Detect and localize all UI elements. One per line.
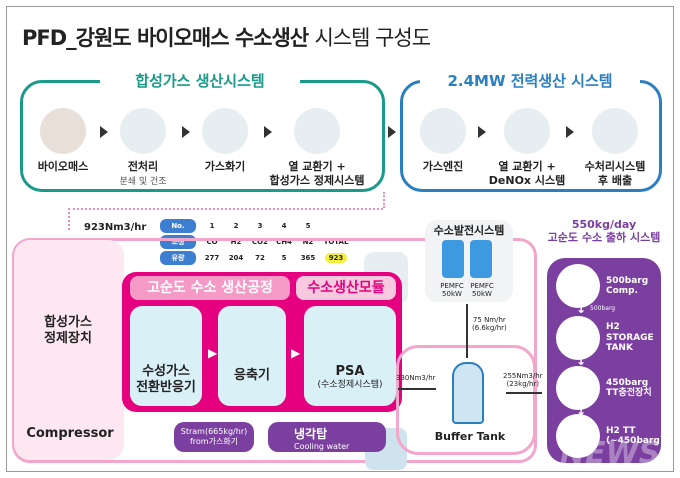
biomass-icon [40, 108, 86, 154]
h2-module-header: 수소생산모듈 [296, 276, 396, 300]
frame [6, 6, 674, 472]
flow-arrow [466, 304, 468, 358]
heat-exchanger-item: 열 교환기 + 합성가스 정제시스템 [262, 108, 372, 188]
compressor-500-item: 500barg Comp. [556, 264, 656, 308]
h2-tt-item: H2 TT (~450barg) [556, 414, 664, 458]
condenser-box: 응축기 [218, 306, 286, 406]
flow-arrow [398, 388, 436, 390]
denox-item: 열 교환기 + DeNOx 시스템 [482, 108, 572, 188]
dotted-connector [68, 208, 383, 210]
charger-icon [556, 366, 600, 410]
biomass-item: 바이오매스 [28, 108, 98, 174]
arrow-icon [566, 126, 574, 138]
water-treatment-item: 수처리시스템 후 배출 [572, 108, 658, 188]
watermark: NEWS [560, 436, 661, 471]
pemfc-icon [442, 240, 464, 278]
buffer-tank-label: Buffer Tank [434, 430, 506, 443]
pemfc-icon [470, 240, 492, 278]
gas-engine-icon [420, 108, 466, 154]
flow-arrow [506, 392, 542, 394]
heat-exchanger-icon [294, 108, 340, 154]
h2-storage-item: H2 STORAGE TANK [556, 316, 656, 360]
pemfc-label: PEMFC 50kW [440, 282, 464, 299]
ship-flow: 255Nm3/hr (23kg/hr) [503, 372, 543, 389]
arrow-icon [182, 126, 190, 138]
pemfc-label: PEMFC 50kW [470, 282, 494, 299]
power-system-header: 2.4MW 전력생산 시스템 [420, 70, 640, 91]
storage-tank-icon [556, 316, 600, 360]
gas-engine-item: 가스엔진 [408, 108, 478, 174]
dotted-connector [383, 192, 385, 208]
water-treatment-icon [592, 108, 638, 154]
process-outline [12, 238, 537, 463]
compressor-label: Compressor [26, 426, 114, 441]
arrow-icon [264, 126, 272, 138]
arrow-icon: ▶ [291, 346, 301, 360]
steam-label: Stram(665kg/hr) from가스화기 [174, 422, 254, 452]
hp-process-header: 고순도 수소 생산공정 [130, 276, 290, 300]
psa-out-flow: 330Nm3/hr [396, 374, 436, 382]
arrow-icon [478, 126, 486, 138]
dotted-connector [68, 208, 70, 230]
gasifier-item: 가스화기 [190, 108, 260, 174]
shipping-header: 550kg/day 고순도 수소 출하 시스템 [547, 218, 661, 245]
purifier-label: 합성가스 정제장치 [44, 315, 92, 347]
compressor-icon [556, 264, 600, 308]
reactor-box: 수성가스 전환반응기 [130, 306, 202, 406]
fuel-cell-box [425, 220, 513, 302]
buffer-tank-icon [452, 362, 484, 424]
down-arrow-icon: ↓ [576, 302, 587, 316]
fuel-cell-header: 수소발전시스템 [433, 224, 505, 237]
arrow-label: 500barg [590, 305, 616, 312]
denox-icon [504, 108, 550, 154]
gasifier-icon [202, 108, 248, 154]
left-panel [14, 240, 124, 460]
flow-rate-label: 923Nm3/hr [84, 222, 147, 233]
fc-flow: 75 Nm/hr (6.6kg/hr) [472, 316, 507, 333]
psa-box: PSA(수소정제시스템) [304, 306, 396, 406]
page-title: PFD_강원도 바이오매스 수소생산 시스템 구성도 [22, 26, 431, 50]
down-arrow-icon: ↓ [576, 404, 587, 418]
arrow-icon [100, 126, 108, 138]
down-arrow-icon: ↓ [576, 354, 587, 368]
tt-charger-item: 450barg TT충전장치 [556, 366, 656, 410]
arrow-icon [388, 126, 396, 138]
tube-trailer-icon [556, 414, 600, 458]
pretreatment-icon [120, 108, 166, 154]
syngas-system-header: 합성가스 생산시스템 [100, 70, 300, 91]
arrow-icon: ▶ [208, 346, 218, 360]
